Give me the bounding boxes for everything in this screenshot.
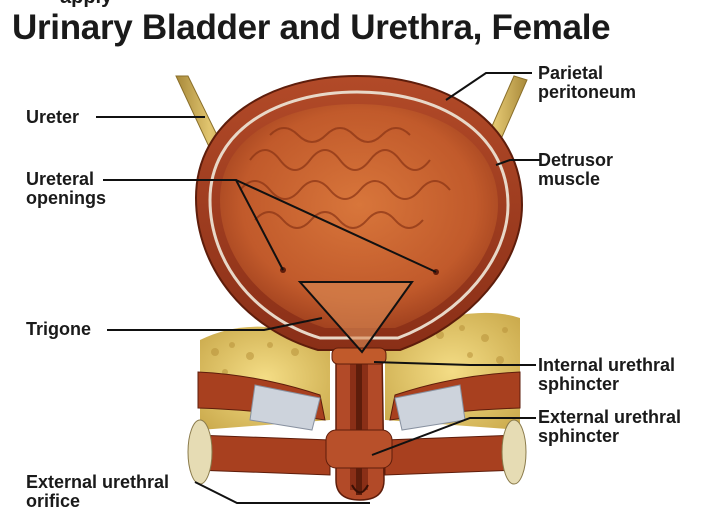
label-ureter: Ureter <box>26 108 79 127</box>
label-external-urethral-orifice-line2: orifice <box>26 492 80 511</box>
label-ureteral-openings-line1: Ureteral <box>26 170 94 189</box>
label-external-urethral-sphincter-line2: sphincter <box>538 427 619 446</box>
label-internal-urethral-sphincter-line1: Internal urethral <box>538 356 675 375</box>
label-parietal-peritoneum-line2: peritoneum <box>538 83 636 102</box>
label-trigone: Trigone <box>26 320 91 339</box>
label-parietal-peritoneum-line1: Parietal <box>538 64 603 83</box>
urethra <box>326 348 392 500</box>
label-ureteral-openings-line2: openings <box>26 189 106 208</box>
label-external-urethral-sphincter-line1: External urethral <box>538 408 681 427</box>
label-detrusor-muscle-line2: muscle <box>538 170 600 189</box>
label-external-urethral-orifice-line1: External urethral <box>26 473 169 492</box>
label-detrusor-muscle-line1: Detrusor <box>538 151 613 170</box>
label-internal-urethral-sphincter-line2: sphincter <box>538 375 619 394</box>
